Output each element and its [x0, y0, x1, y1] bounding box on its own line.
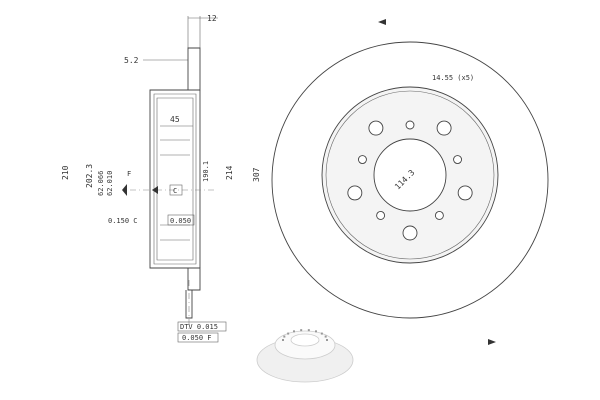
- bolt-hole: [436, 120, 452, 136]
- dtv-label: DTV 0.015: [180, 323, 218, 331]
- disc-diameter-label: 307: [252, 167, 261, 182]
- bolt-holes-label: 14.55 (x5): [432, 74, 474, 82]
- offset-label: 5.2: [124, 56, 139, 65]
- render-hole: [300, 329, 303, 332]
- render-hole: [315, 330, 317, 333]
- render-hole: [287, 332, 290, 335]
- arrow-marker-icon: [488, 339, 496, 345]
- flange-thickness-label: 12: [207, 14, 217, 23]
- datum-f-label: F: [127, 170, 131, 178]
- flatness-label: 0.050: [170, 217, 191, 225]
- locating-hole: [405, 120, 415, 130]
- datum-c-label: C: [173, 187, 177, 195]
- render-hole: [293, 330, 295, 333]
- hat-depth-label: 45: [170, 115, 180, 124]
- locating-hole: [357, 155, 367, 164]
- locating-hole: [453, 155, 463, 164]
- center-bore: [373, 138, 447, 212]
- arrow-marker-icon: [152, 186, 158, 194]
- hat-diameter-label: 190.1: [202, 161, 210, 182]
- front-view: 307 114.3 14.55 (x5): [252, 19, 549, 345]
- render-hole: [307, 329, 310, 332]
- bolt-hole: [402, 225, 418, 241]
- bolt-hole: [457, 185, 473, 201]
- locating-hole: [376, 211, 386, 220]
- render-hole: [320, 332, 323, 335]
- pilot-min-label: 62.010: [106, 171, 114, 196]
- outer-diameter-label: 210: [61, 165, 70, 180]
- runout-label: 0.150 C: [108, 217, 138, 225]
- render-hole: [324, 335, 327, 338]
- render-hole: [282, 339, 284, 341]
- render-hole: [326, 339, 328, 341]
- bolt-hole: [368, 120, 384, 136]
- datum-triangle-icon: [122, 184, 127, 196]
- pilot-max-label: 62.066: [97, 171, 105, 196]
- disc-outer-edge: [271, 41, 549, 319]
- arrow-marker-icon: [378, 19, 386, 25]
- render-hole: [283, 335, 286, 338]
- braking-diameter-label: 202.3: [85, 164, 94, 188]
- center-diameter-label: 214: [225, 165, 234, 180]
- side-view: 12 5.2 45 F C: [61, 14, 234, 343]
- perspective-render: [256, 329, 354, 383]
- locating-hole: [434, 211, 444, 220]
- parallel-label: 0.050 F: [182, 334, 212, 342]
- bolt-hole: [347, 185, 363, 201]
